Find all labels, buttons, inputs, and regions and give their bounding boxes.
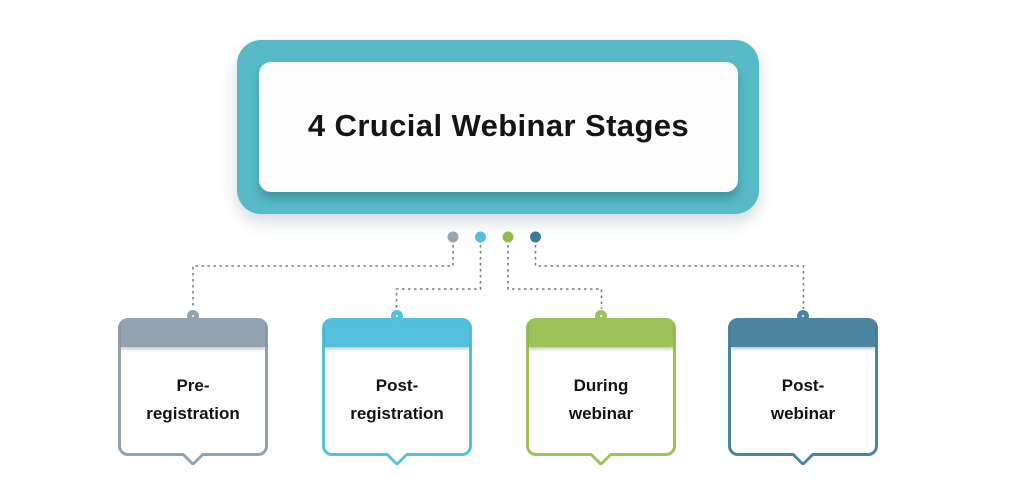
title-card: 4 Crucial Webinar Stages <box>259 62 738 192</box>
connector-paths <box>192 245 805 309</box>
connector-during-webinar <box>507 245 603 309</box>
page-title: 4 Crucial Webinar Stages <box>307 108 690 143</box>
stage-dot-pre-registration <box>447 231 459 243</box>
stage-card-pre-registration: Pre- registration <box>118 310 268 467</box>
card-header <box>325 321 469 347</box>
pin-circle-icon <box>797 310 809 322</box>
stage-card-during-webinar: During webinar <box>526 310 676 467</box>
pin-circle-icon <box>391 310 403 322</box>
card-label: Pre- registration <box>121 347 265 453</box>
card-label-line1: Post- <box>781 376 825 395</box>
card-label: Post- webinar <box>731 347 875 453</box>
card-label: Post- registration <box>325 347 469 453</box>
card-label-line2: registration <box>350 404 444 423</box>
title-frame: 4 Crucial Webinar Stages <box>237 40 759 214</box>
pin-circle-icon <box>187 310 199 322</box>
card-label-line1: Pre- <box>176 376 210 395</box>
card-label: During webinar <box>529 347 673 453</box>
card-header <box>529 321 673 347</box>
stage-card-post-registration: Post- registration <box>322 310 472 467</box>
pin-circle-icon <box>595 310 607 322</box>
card-label-line2: webinar <box>568 404 634 423</box>
card-label-line1: Post- <box>375 376 419 395</box>
stage-card-post-webinar: Post- webinar <box>728 310 878 467</box>
card-header <box>731 321 875 347</box>
card-label-line2: registration <box>146 404 240 423</box>
connector-post-webinar <box>534 245 805 309</box>
card-header <box>121 321 265 347</box>
stage-dot-post-webinar <box>530 231 541 243</box>
connector-post-registration <box>395 245 482 309</box>
card-label-line1: During <box>573 376 629 395</box>
card-label-line2: webinar <box>770 404 836 423</box>
stage-dot-post-registration <box>475 231 486 243</box>
stage-dot-during-webinar <box>502 231 514 243</box>
connector-pre-registration <box>192 245 454 309</box>
